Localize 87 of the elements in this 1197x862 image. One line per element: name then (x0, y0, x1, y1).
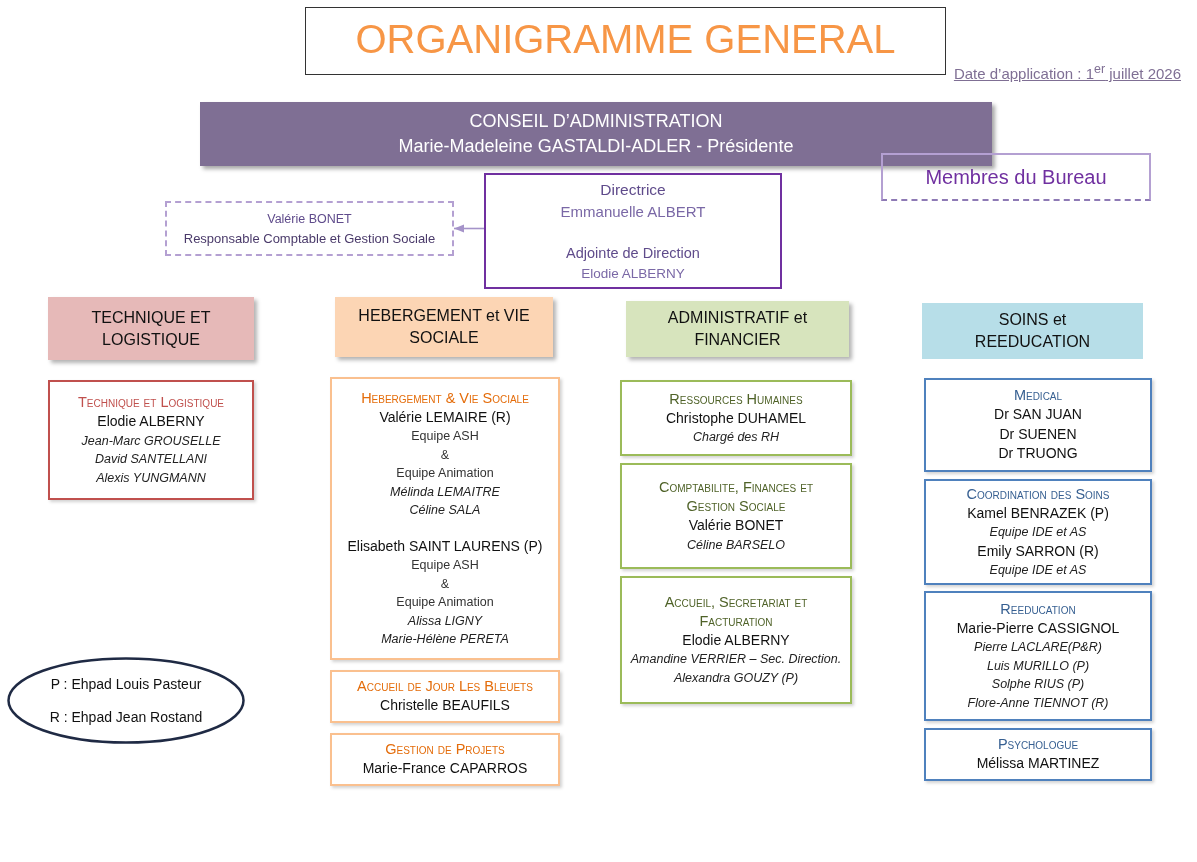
department-header (48, 297, 254, 360)
department-title: HEBERGEMENT et VIE SOCIALE (357, 306, 531, 348)
section-heading: Hebergement & Vie Sociale (360, 388, 530, 408)
person-name: Kamel BENRAZEK (P) (967, 503, 1109, 523)
person-name: Christophe DUHAMEL (665, 408, 807, 428)
staff-name: Marie-Hélène PERETA (380, 631, 510, 648)
legend-entry: R : Ehpad Jean Rostand (49, 707, 203, 727)
person-name: Marie-France CAPARROS (362, 759, 528, 779)
department-header (335, 297, 553, 357)
role-title: Adjointe de Direction (566, 243, 700, 263)
team-name: Equipe ASH (411, 428, 479, 445)
team-box (620, 576, 852, 704)
person-name: Valérie BONET (267, 210, 352, 228)
staff-name: Céline BARSELO (686, 536, 786, 554)
person-name: Valérie BONET (688, 516, 784, 535)
section-heading: Accueil, Secretariat et Facturation (663, 592, 809, 631)
team-box (48, 380, 254, 500)
president-name: Marie-Madeleine GASTALDI-ADLER - Présidente (398, 135, 794, 158)
staff-name: Jean-Marc GROUSELLE (80, 432, 222, 450)
staff-name: Luis MURILLO (P) (985, 657, 1091, 675)
team-box (330, 670, 560, 723)
person-name: Dr TRUONG (998, 444, 1078, 464)
person-name: Dr SUENEN (999, 424, 1077, 444)
board-title: CONSEIL D’ADMINISTRATION (469, 110, 723, 133)
section-heading: Medical (1012, 386, 1064, 406)
effective-date: Date d’application : 1$^{er}$ juillet 2026 (953, 62, 1181, 82)
person-name: Elodie ALBERNY (682, 630, 790, 650)
person-name: Marie-Pierre CASSIGNOL (956, 618, 1120, 638)
staff-name: Céline SALA (408, 502, 482, 519)
title: ORGANIGRAMME GENERAL (305, 7, 946, 75)
person-name: Emmanuelle ALBERT (560, 201, 706, 222)
legend-ellipse (7, 657, 245, 744)
person-name: Elodie ALBERNY (581, 264, 685, 283)
staff-name: Alexandra GOUZY (P) (672, 669, 800, 687)
person-name: Christelle BEAUFILS (380, 696, 510, 716)
ampersand: & (440, 575, 450, 593)
department-header (922, 303, 1143, 359)
bureau-label: Membres du Bureau (925, 165, 1107, 189)
person-name: Dr SAN JUAN (994, 405, 1082, 425)
dashed-box (165, 201, 454, 256)
section-heading: Accueil de Jour Les Bleuets (356, 677, 534, 697)
section-heading: Psychologue (996, 735, 1080, 755)
board-banner (200, 102, 992, 166)
team-box (924, 479, 1152, 585)
team-name: Equipe Animation (396, 594, 494, 611)
department-title: SOINS et REEDUCATION (973, 310, 1092, 352)
team-box (620, 463, 852, 569)
staff-name: Amandine VERRIER – Sec. Direction. (629, 651, 843, 669)
staff-name: Flore-Anne TIENNOT (R) (966, 694, 1110, 712)
person-name: Valérie LEMAIRE (R) (379, 407, 511, 427)
team-box (330, 377, 560, 660)
person-name: Elisabeth SAINT LAURENS (P) (347, 536, 543, 556)
section-heading: Gestion de Projets (384, 740, 506, 760)
person-name: Mélissa MARTINEZ (976, 754, 1100, 774)
staff-name: Pierre LACLARE(P&R) (973, 639, 1103, 657)
staff-name: Equipe IDE et AS (988, 562, 1088, 579)
team-box (924, 728, 1152, 781)
staff-name: Alexis YUNGMANN (95, 469, 207, 487)
staff-name: Solphe RIUS (P) (990, 676, 1086, 694)
ampersand: & (440, 446, 450, 464)
team-box (924, 378, 1152, 472)
staff-name: David SANTELLANI (94, 451, 208, 468)
role-title: Directrice (600, 179, 666, 200)
section-heading: Technique et Logistique (76, 393, 226, 412)
person-name: Emily SARRON (R) (977, 541, 1099, 561)
staff-name: Chargé des RH (691, 429, 781, 446)
section-heading: Ressources Humaines (668, 389, 804, 409)
department-header (626, 301, 849, 357)
role-title: Responsable Comptable et Gestion Sociale (183, 229, 436, 248)
department-title: ADMINISTRATIF et FINANCIER (666, 308, 809, 350)
director-box (484, 173, 782, 289)
team-box (924, 591, 1152, 721)
section-heading: Reeducation (999, 599, 1077, 619)
person-name: Elodie ALBERNY (97, 412, 205, 431)
section-heading: Comptabilite, Finances et Gestion Sociale (658, 478, 814, 516)
team-box (330, 733, 560, 786)
staff-name: Alissa LIGNY (406, 612, 484, 630)
arrow (453, 224, 485, 233)
legend-entry: P : Ehpad Louis Pasteur (50, 674, 202, 694)
section-heading: Coordination des Soins (965, 484, 1111, 504)
team-box (620, 380, 852, 456)
staff-name: Mélinda LEMAITRE (389, 483, 501, 501)
staff-name: Equipe IDE et AS (988, 524, 1088, 541)
bureau-box (881, 153, 1151, 201)
department-title: TECHNIQUE ET LOGISTIQUE (90, 307, 212, 350)
team-name: Equipe Animation (396, 465, 494, 482)
team-name: Equipe ASH (411, 557, 479, 574)
